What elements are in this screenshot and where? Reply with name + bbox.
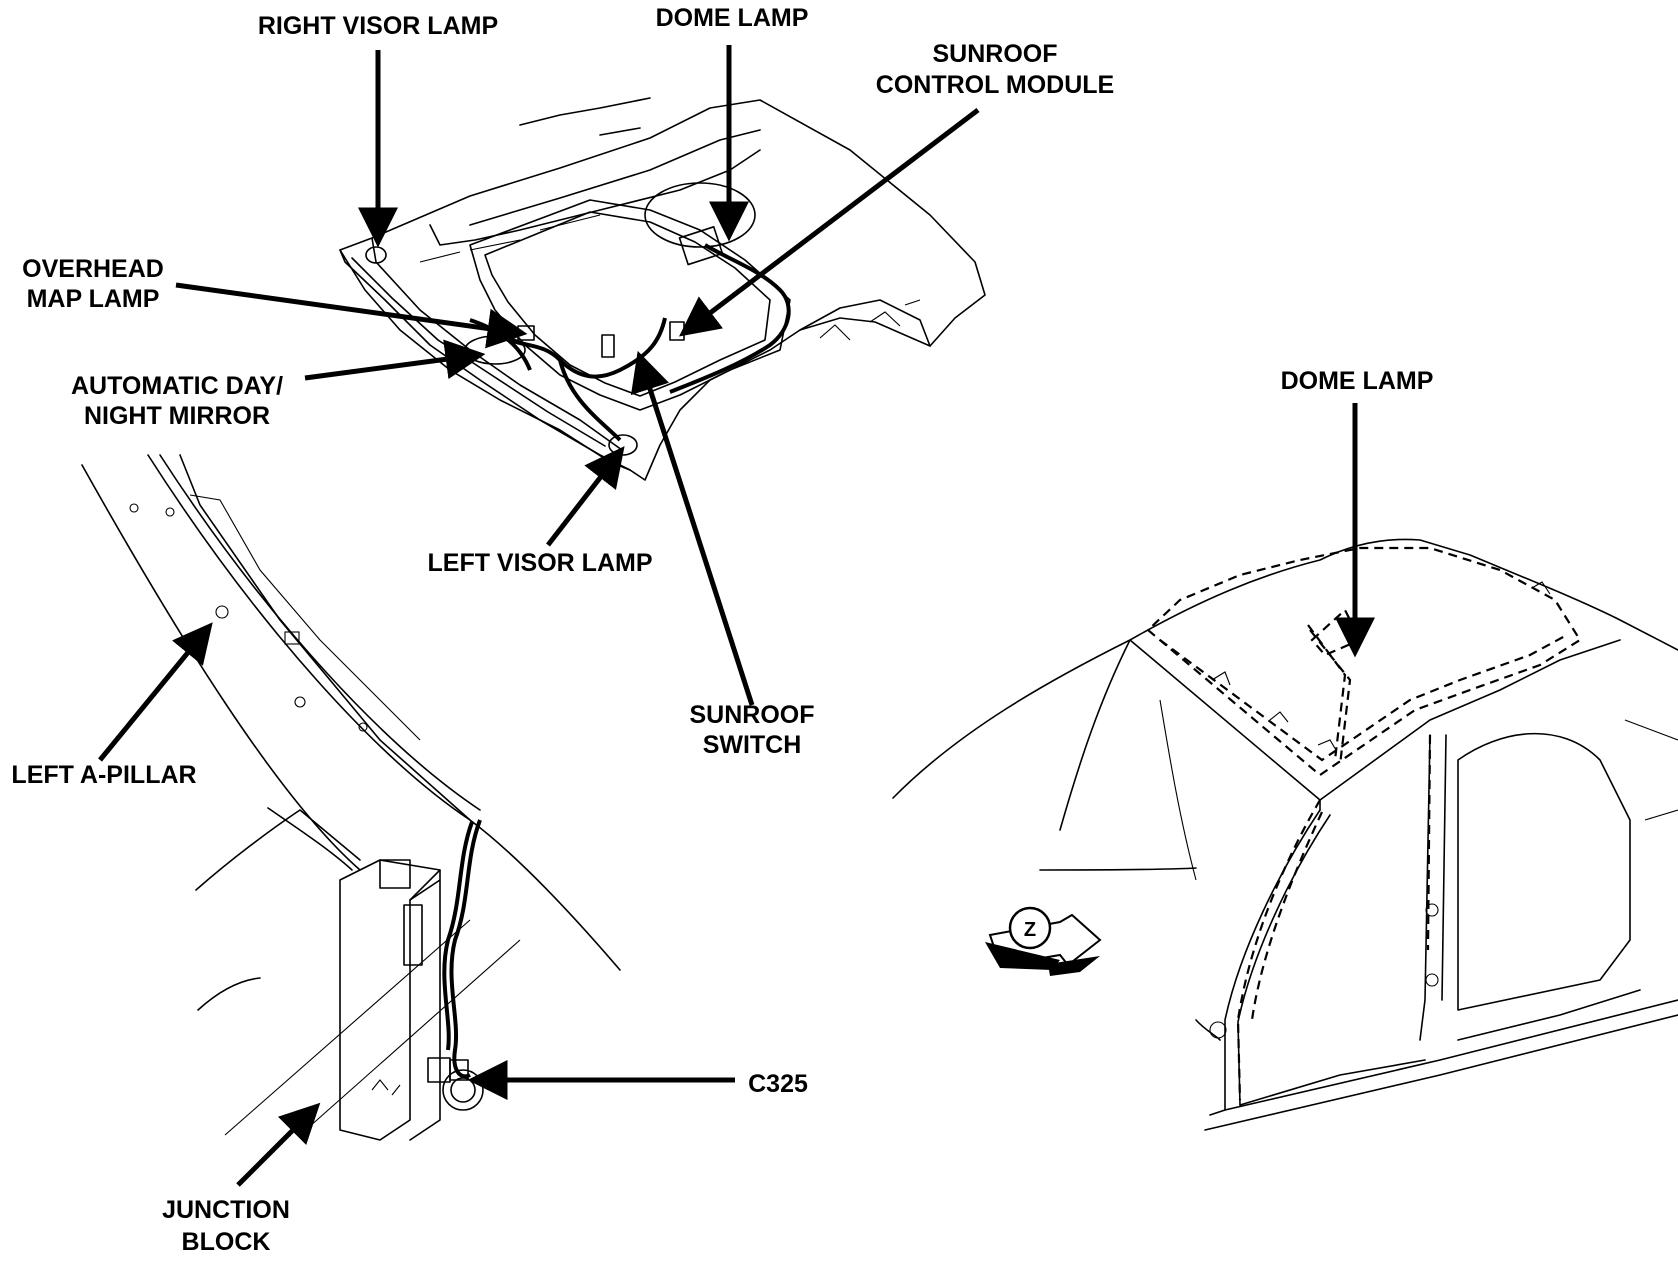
arrow-overhead-map-lamp	[175, 282, 528, 349]
label-sunroof-control-module-line2: CONTROL MODULE	[876, 71, 1114, 99]
car-body	[892, 538, 1678, 1131]
label-junction-block-line1: JUNCTION	[162, 1196, 290, 1224]
label-sunroof-switch-line2: SWITCH	[703, 731, 802, 759]
headliner-harness	[365, 243, 791, 456]
arrow-sunroof-control-module	[679, 108, 980, 337]
pillar-harness	[427, 819, 484, 1111]
arrow-sunroof-switch	[630, 350, 755, 706]
label-left-a-pillar: LEFT A-PILLAR	[11, 761, 196, 789]
callout-labels: RIGHT VISOR LAMP DOME LAMP SUNROOF CONTR…	[11, 4, 1433, 1256]
label-auto-mirror-line2: NIGHT MIRROR	[84, 402, 270, 430]
a-pillar	[81, 454, 621, 1136]
label-sunroof-switch-line1: SUNROOF	[690, 701, 815, 729]
label-sunroof-control-module-line1: SUNROOF	[933, 40, 1058, 68]
label-overhead-map-lamp-line1: OVERHEAD	[22, 255, 164, 283]
label-dome-lamp-right: DOME LAMP	[1281, 367, 1434, 395]
view-marker-letter: Z	[1024, 919, 1036, 941]
label-overhead-map-lamp-line2: MAP LAMP	[27, 285, 160, 313]
label-c325: C325	[748, 1070, 808, 1098]
view-marker-circle	[1008, 906, 1052, 950]
label-auto-mirror-line1: AUTOMATIC DAY/	[71, 372, 283, 400]
junction-block	[339, 859, 441, 1141]
label-left-visor-lamp: LEFT VISOR LAMP	[428, 549, 653, 577]
arrow-left-visor-lamp	[546, 446, 625, 547]
leader-arrows	[98, 45, 1375, 1187]
label-junction-block-line2: BLOCK	[182, 1228, 271, 1256]
roof-harness	[1147, 546, 1582, 1101]
label-right-visor-lamp: RIGHT VISOR LAMP	[258, 12, 498, 40]
view-marker: Z	[985, 906, 1102, 976]
label-dome-lamp-top: DOME LAMP	[656, 4, 809, 32]
arrow-junction-block	[236, 1102, 321, 1187]
arrow-left-a-pillar	[98, 622, 213, 762]
arrow-auto-mirror	[304, 339, 486, 381]
